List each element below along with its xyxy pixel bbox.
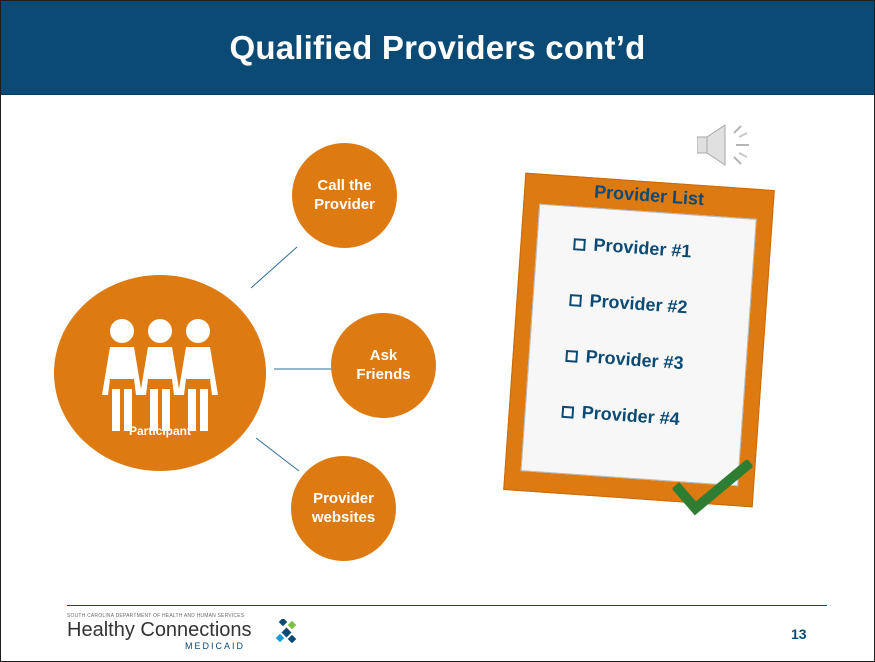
speaker-icon[interactable] bbox=[697, 123, 759, 167]
clipboard-paper: Provider #1 Provider #2 Provider #3 Prov… bbox=[520, 203, 757, 516]
provider-item-label: Provider #1 bbox=[592, 234, 693, 262]
node-provider-websites: Provider websites bbox=[291, 456, 396, 561]
logo-department-text: SOUTH CAROLINA DEPARTMENT OF HEALTH AND … bbox=[67, 613, 245, 619]
logo-mark-icon bbox=[275, 619, 297, 644]
logo-main-text: Healthy Connections bbox=[67, 619, 252, 641]
participant-label: Participant bbox=[128, 424, 191, 438]
slide-title: Qualified Providers cont’d bbox=[229, 28, 646, 66]
connector-line bbox=[255, 437, 300, 472]
checkbox-icon bbox=[561, 405, 575, 419]
provider-item: Provider #2 bbox=[569, 289, 688, 318]
checkbox-icon bbox=[565, 349, 579, 363]
provider-item: Provider #1 bbox=[573, 233, 692, 262]
checkbox-icon bbox=[569, 293, 583, 307]
node-ask-friends: Ask Friends bbox=[331, 313, 436, 418]
provider-item-label: Provider #4 bbox=[581, 402, 681, 430]
provider-item: Provider #4 bbox=[561, 401, 680, 430]
connector-line bbox=[250, 246, 298, 289]
node-call-the-provider: Call the Provider bbox=[292, 143, 397, 248]
people-icon bbox=[102, 319, 218, 431]
node-label: Call the Provider bbox=[314, 176, 375, 213]
provider-item-label: Provider #3 bbox=[585, 346, 685, 374]
participant-circle: Participant bbox=[54, 275, 266, 471]
provider-list-clipboard: Provider List Provider #1 Provider #2 Pr… bbox=[503, 172, 775, 516]
title-bar: Qualified Providers cont’d bbox=[1, 1, 874, 95]
healthy-connections-logo: SOUTH CAROLINA DEPARTMENT OF HEALTH AND … bbox=[67, 613, 307, 653]
provider-item-label: Provider #2 bbox=[588, 290, 689, 318]
checkmark-icon bbox=[671, 458, 753, 516]
node-label: Provider websites bbox=[311, 489, 376, 526]
checkbox-icon bbox=[573, 237, 586, 251]
node-label: Ask Friends bbox=[356, 346, 411, 383]
page-number: 13 bbox=[791, 626, 807, 642]
provider-item: Provider #3 bbox=[565, 345, 684, 374]
logo-sub-text: MEDICAID bbox=[185, 641, 246, 651]
footer-divider bbox=[67, 605, 827, 606]
